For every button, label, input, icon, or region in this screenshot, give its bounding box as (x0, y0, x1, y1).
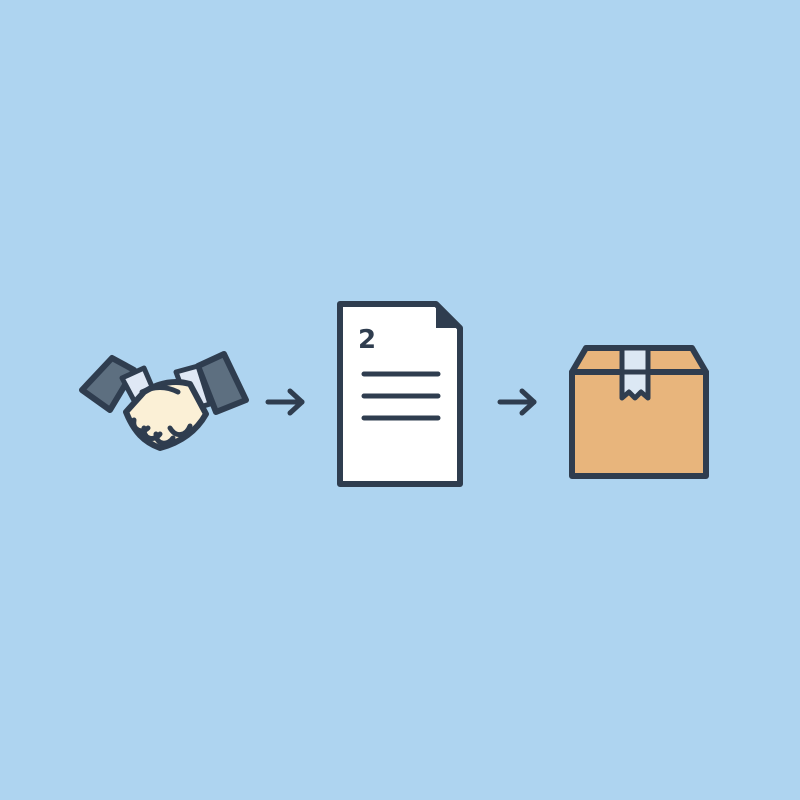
thumb-line (139, 385, 181, 395)
finger-4 (167, 423, 193, 437)
document-icon (337, 301, 463, 487)
finger-3 (153, 431, 176, 446)
handshake-icon (79, 351, 249, 451)
document-folded-corner (436, 304, 460, 328)
document-number: 2 (358, 325, 377, 355)
arrow-right-icon (497, 388, 537, 416)
package-box-icon (569, 345, 709, 479)
arrow-right-icon (265, 388, 305, 416)
